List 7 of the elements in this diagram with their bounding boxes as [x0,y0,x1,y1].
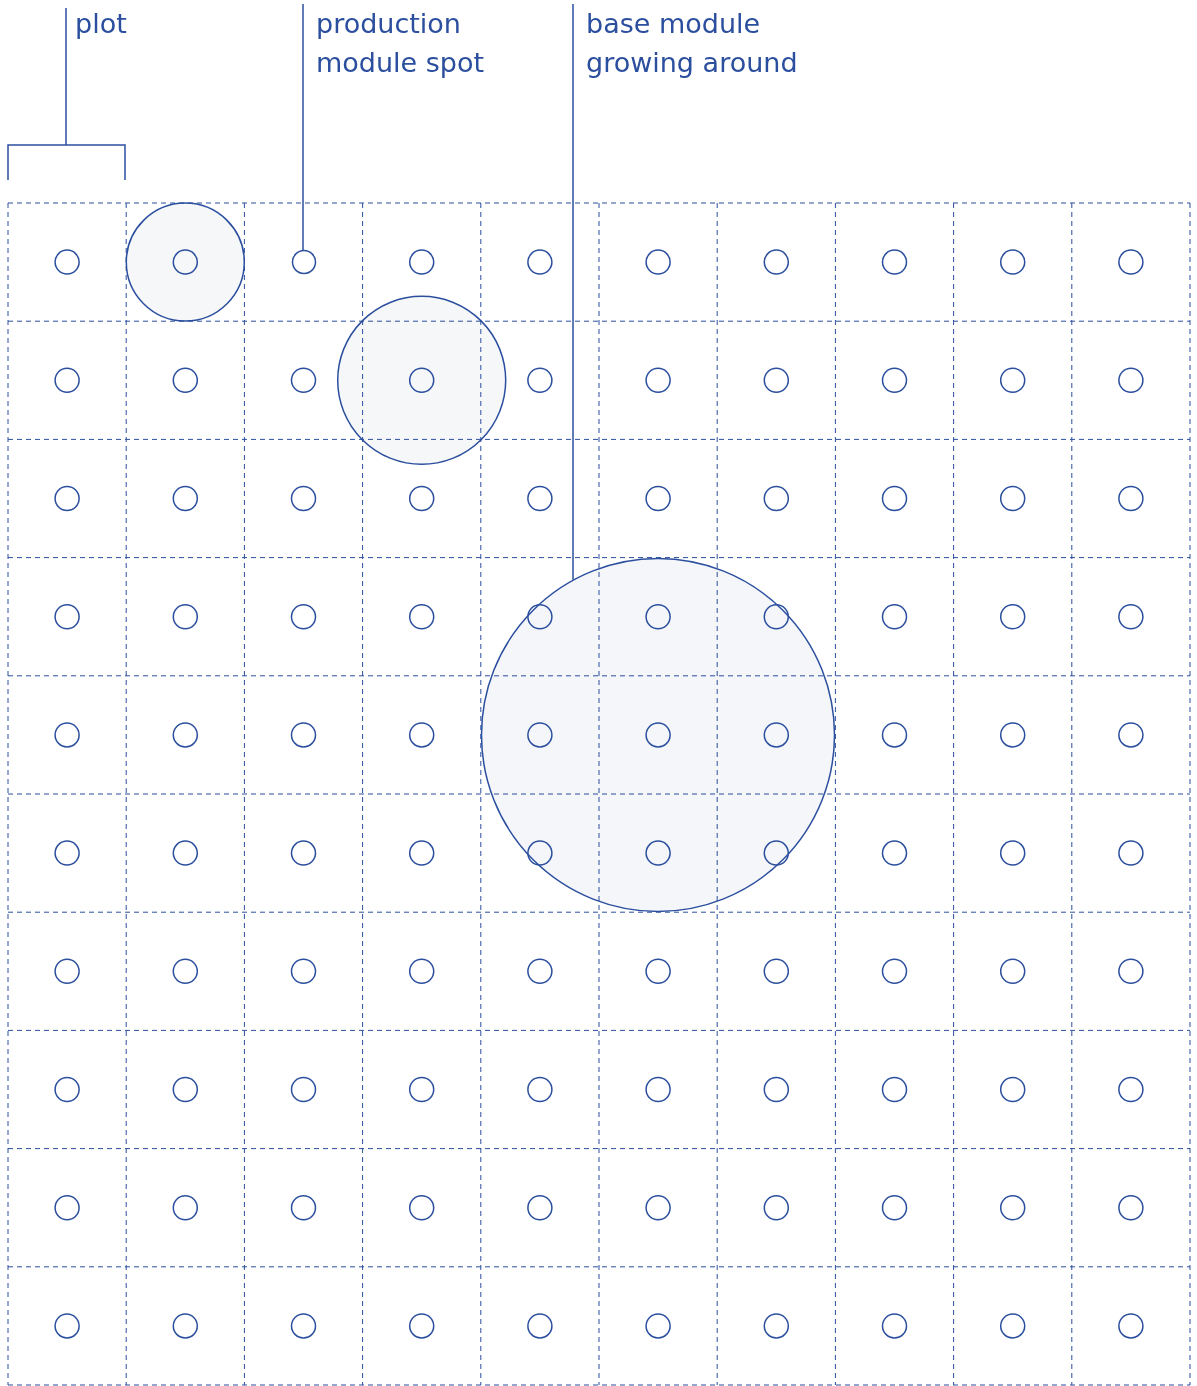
callout-text: base module growing around [586,7,799,80]
leader-line [302,3,304,251]
module-spot [290,249,317,276]
callout-text: production module spot [316,7,486,80]
leader-line [572,3,574,581]
module-circle [480,556,837,913]
part-label: plot [75,7,127,41]
